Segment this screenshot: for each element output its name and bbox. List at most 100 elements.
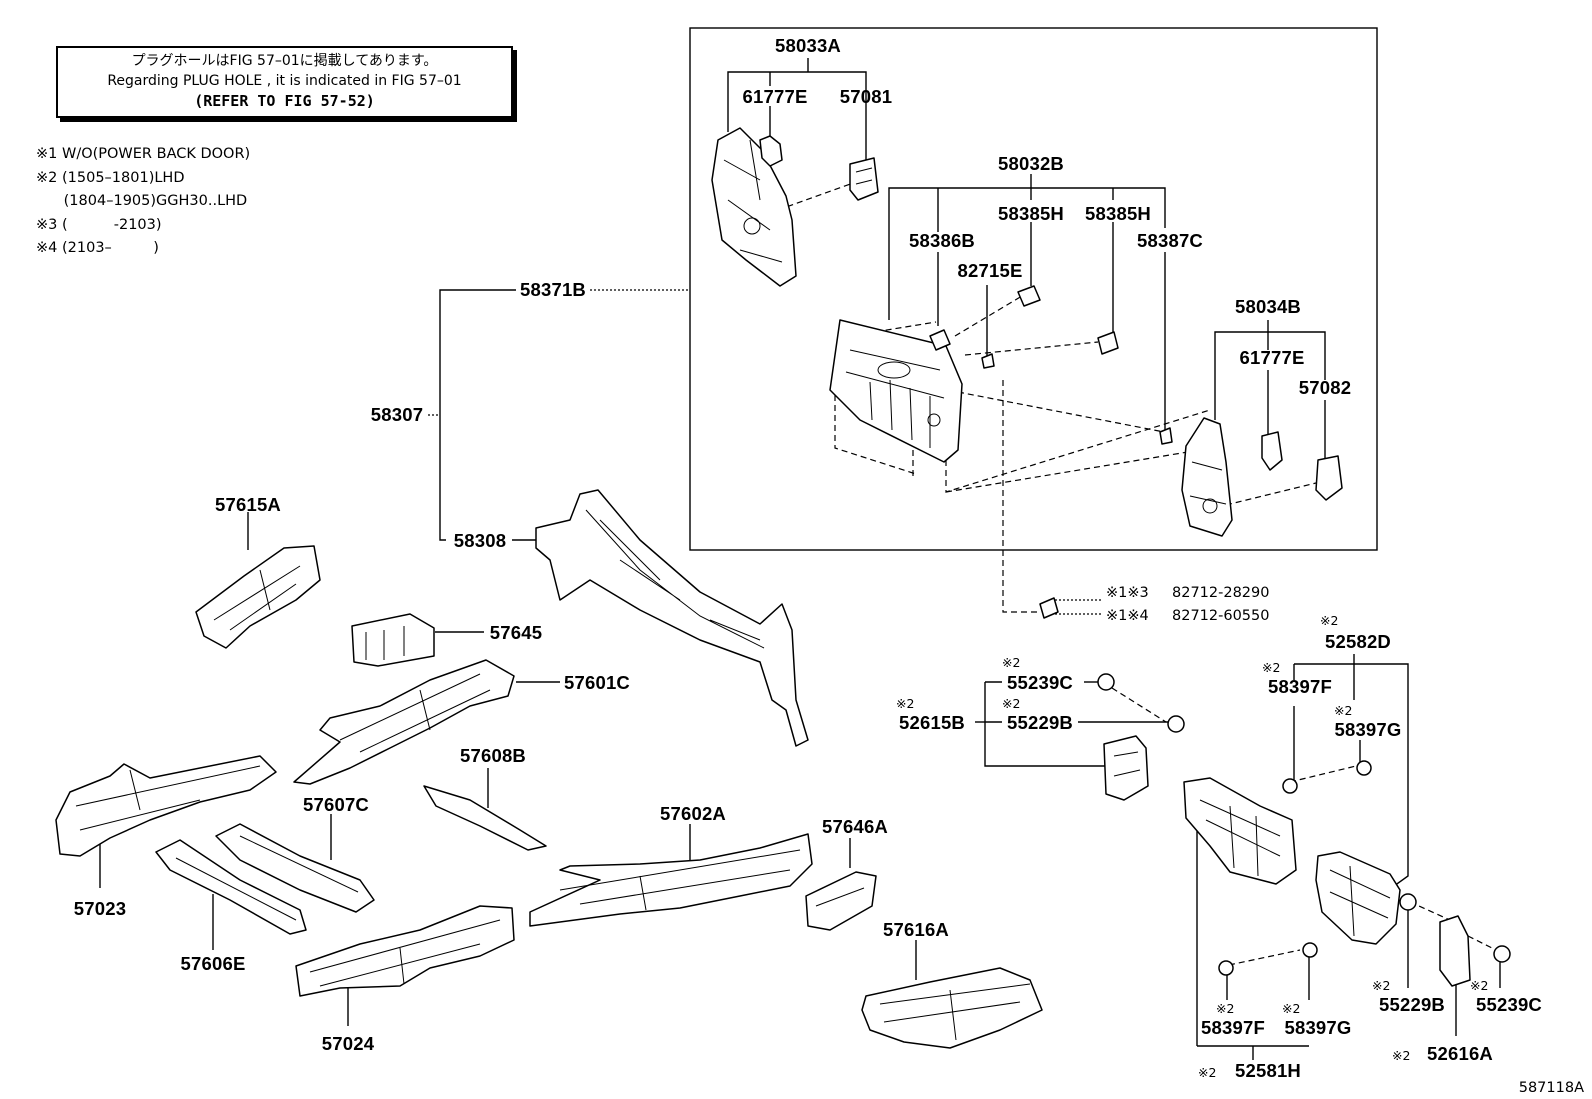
label-55239c-b: 55239C (1476, 994, 1542, 1015)
mark-52616a: ※2 (1392, 1048, 1410, 1063)
mark-52582d: ※2 (1320, 613, 1338, 628)
mark-52615b: ※2 (896, 696, 914, 711)
label-clip-82712-28290: 82712-28290 (1172, 585, 1270, 601)
mark-52581h: ※2 (1198, 1065, 1216, 1080)
part-61777e-b-drawing (1261, 431, 1283, 471)
label-57615a: 57615A (215, 494, 281, 515)
label-58397g-a: 58397G (1334, 719, 1401, 740)
part-82715e-drawing (981, 353, 995, 369)
label-58397f-b: 58397F (1201, 1017, 1265, 1038)
part-57646a-drawing (805, 871, 877, 931)
label-58397g-b: 58397G (1284, 1017, 1351, 1038)
label-58033a: 58033A (775, 35, 841, 56)
mark-58397g-a: ※2 (1334, 703, 1352, 718)
part-57607c-drawing (215, 823, 375, 913)
label-55229b-b: 55229B (1379, 994, 1445, 1015)
label-57082: 57082 (1299, 377, 1351, 398)
mark-55239c-b: ※2 (1470, 978, 1488, 993)
mark-55229b-b: ※2 (1372, 978, 1390, 993)
part-55229b-b-drawing (1399, 893, 1417, 911)
note-3: ※3 ( -2103) (36, 216, 162, 233)
part-55239c-a-drawing (1097, 673, 1115, 691)
label-58307: 58307 (371, 404, 423, 425)
part-58308-drawing (535, 489, 809, 747)
label-57081: 57081 (840, 86, 892, 107)
part-57616a-drawing (861, 967, 1043, 1049)
part-57608b-drawing (423, 785, 547, 851)
part-57615a-drawing (195, 545, 321, 649)
label-57608b: 57608B (460, 745, 526, 766)
assembly-box-58371b (689, 27, 1378, 551)
part-labels: 58033A 61777E 57081 58032B 58385H 58385H… (74, 35, 1542, 1081)
part-57606e-drawing (155, 839, 307, 935)
part-58033a-drawing (711, 127, 797, 287)
part-55239c-b-drawing (1493, 945, 1511, 963)
label-58385h-a: 58385H (998, 203, 1064, 224)
part-58385h-a-drawing (1017, 285, 1041, 307)
label-57646a: 57646A (822, 816, 888, 837)
label-58371b: 58371B (520, 279, 586, 300)
mark-clip-1: ※1※3 (1106, 585, 1149, 601)
label-52615b: 52615B (899, 712, 965, 733)
part-57024-drawing (295, 905, 515, 997)
part-58385h-b-drawing (1097, 331, 1119, 355)
part-57081-drawing (849, 157, 879, 201)
label-58385h-b: 58385H (1085, 203, 1151, 224)
label-57607c: 57607C (303, 794, 369, 815)
figure-id: 587118A (1519, 1080, 1584, 1096)
applicability-notes: ※1 W/O(POWER BACK DOOR) ※2 (1505–1801)LHD… (36, 143, 250, 261)
leader-lines (99, 58, 1501, 1060)
notice-line-jp: プラグホールはFIG 57–01に掲載してあります。 (131, 53, 438, 69)
label-57616a: 57616A (883, 919, 949, 940)
label-61777e-b: 61777E (1240, 347, 1305, 368)
part-57023-drawing (55, 755, 277, 857)
label-58387c: 58387C (1137, 230, 1203, 251)
notice-line-refer: (REFER TO FIG 57-52) (194, 92, 375, 110)
label-58032b: 58032B (998, 153, 1064, 174)
label-58034b: 58034B (1235, 296, 1301, 317)
plug-hole-notice: プラグホールはFIG 57–01に掲載してあります。 Regarding PLU… (56, 46, 513, 118)
mark-55229b-a: ※2 (1002, 696, 1020, 711)
label-57606e: 57606E (181, 953, 246, 974)
part-52582d-drawing (1315, 851, 1401, 945)
label-52616a: 52616A (1427, 1043, 1493, 1064)
label-57602a: 57602A (660, 803, 726, 824)
label-57023: 57023 (74, 898, 126, 919)
part-57601c-drawing (293, 659, 515, 785)
label-57645: 57645 (490, 622, 542, 643)
part-57602a-drawing (529, 833, 813, 927)
notice-line-en: Regarding PLUG HOLE , it is indicated in… (107, 73, 462, 89)
label-clip-82712-60550: 82712-60550 (1172, 608, 1270, 624)
label-55229b-a: 55229B (1007, 712, 1073, 733)
label-58386b: 58386B (909, 230, 975, 251)
part-58034b-drawing (1181, 417, 1233, 537)
part-58387c-drawing (1159, 427, 1173, 445)
label-82715e: 82715E (958, 260, 1023, 281)
note-1: ※1 W/O(POWER BACK DOOR) (36, 146, 251, 162)
part-58032b-drawing (829, 319, 963, 463)
label-58308: 58308 (454, 530, 506, 551)
part-61777e-a-drawing (759, 135, 783, 167)
part-clip-82712-drawing (1039, 597, 1059, 619)
mark-58397f-a: ※2 (1262, 660, 1280, 675)
part-58397f-a-drawing (1282, 778, 1298, 794)
part-52616a-drawing (1439, 915, 1471, 987)
label-61777e-a: 61777E (743, 86, 808, 107)
part-52615b-drawing (1103, 735, 1149, 801)
mark-58397g-b: ※2 (1282, 1001, 1300, 1016)
label-57024: 57024 (322, 1033, 375, 1054)
part-55229b-a-drawing (1167, 715, 1185, 733)
part-57082-drawing (1315, 455, 1343, 501)
part-58397g-a-drawing (1356, 760, 1372, 776)
footnote-marks: ※1※3 ※1※4 ※2 ※2 ※2 ※2 ※2 ※2 ※2 ※2 ※2 ※2 … (896, 585, 1488, 1080)
part-57645-drawing (351, 613, 435, 667)
note-4: ※4 (2103– ) (36, 240, 159, 256)
mark-58397f-b: ※2 (1216, 1001, 1234, 1016)
part-58397f-b-drawing (1218, 960, 1234, 976)
label-57601c: 57601C (564, 672, 630, 693)
label-55239c-a: 55239C (1007, 672, 1073, 693)
part-52581h-drawing (1183, 777, 1297, 885)
label-58397f-a: 58397F (1268, 676, 1332, 697)
note-2: ※2 (1505–1801)LHD (36, 169, 185, 186)
